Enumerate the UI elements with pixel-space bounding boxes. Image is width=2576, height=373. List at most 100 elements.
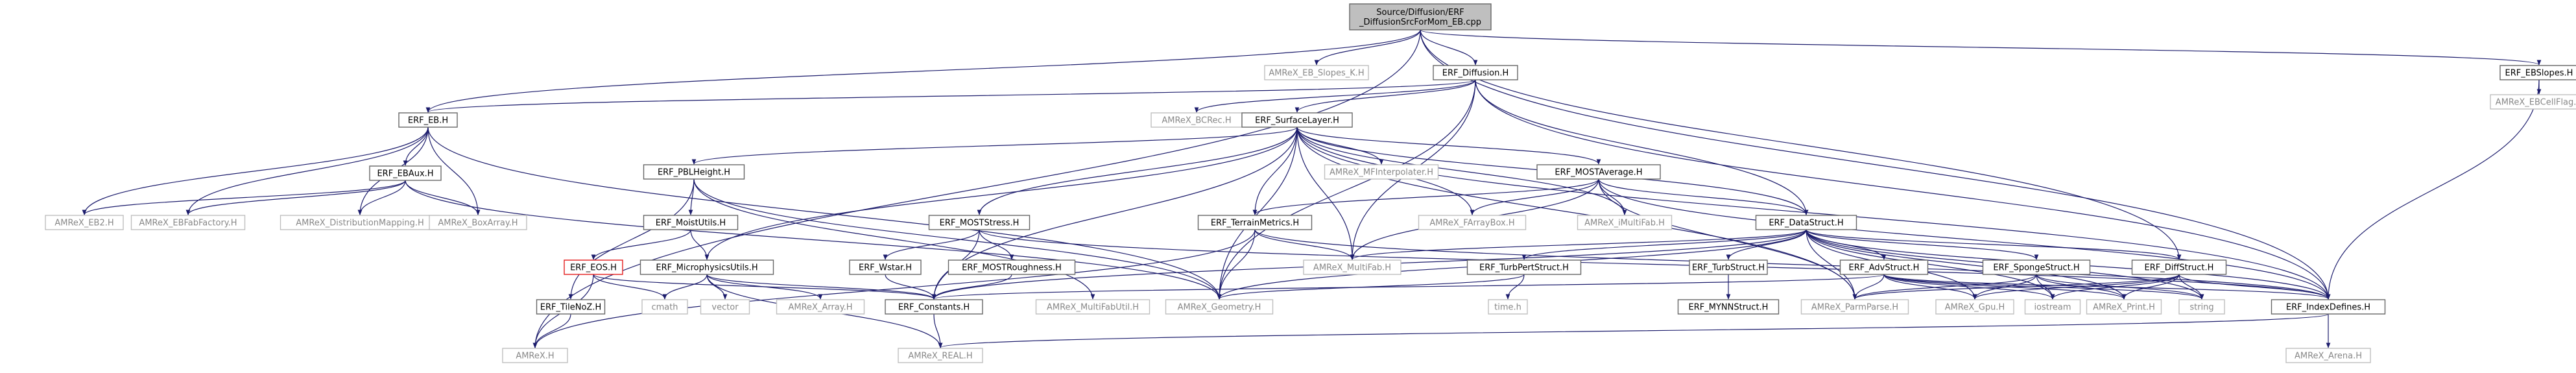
node-moistutils[interactable]: ERF_MoistUtils.H: [643, 215, 739, 230]
edge-datastruct-to-turbstruct: [1726, 229, 1807, 260]
node-label-print: AMReX_Print.H: [2093, 303, 2155, 313]
node-mynnstruct[interactable]: ERF_MYNNStruct.H: [1677, 299, 1780, 315]
node-box-diffstruct: [2131, 259, 2227, 275]
node-farraybox[interactable]: AMReX_FArrayBox.H: [1418, 215, 1527, 230]
node-cmath[interactable]: cmath: [641, 299, 688, 315]
node-box-eos: [564, 259, 623, 275]
edge-datastruct-to-turbpertstruct: [1521, 229, 1807, 260]
node-box-real: [898, 348, 983, 363]
node-arena[interactable]: AMReX_Arena.H: [2285, 348, 2371, 363]
edge-advstruct-to-indexdefines: [1883, 274, 2331, 300]
node-turbpertstruct[interactable]: ERF_TurbPertStruct.H: [1466, 259, 1582, 275]
node-label-parmparse: AMReX_ParmParse.H: [1811, 303, 1898, 313]
node-label-advstruct: ERF_AdvStruct.H: [1849, 263, 1920, 273]
node-distmapping[interactable]: AMReX_DistributionMapping.H: [280, 215, 440, 230]
edge-diffstruct-to-iostream: [2050, 274, 2180, 300]
edge-mostaverage-to-farraybox: [1470, 178, 1599, 215]
edge-root-to-erf_diffusion: [1420, 29, 1478, 66]
node-diffstruct[interactable]: ERF_DiffStruct.H: [2131, 259, 2227, 275]
edge-datastruct-to-diffstruct: [1806, 229, 2182, 260]
node-spongestruct[interactable]: ERF_SpongeStruct.H: [1982, 259, 2091, 275]
node-real[interactable]: AMReX_REAL.H: [898, 348, 983, 363]
node-advstruct[interactable]: ERF_AdvStruct.H: [1839, 259, 1929, 275]
node-ebcellflag[interactable]: AMReX_EBCellFlag.H: [2490, 94, 2576, 110]
node-ebfabfactory[interactable]: AMReX_EBFabFactory.H: [130, 215, 246, 230]
node-print[interactable]: AMReX_Print.H: [2086, 299, 2162, 315]
node-erf_eb[interactable]: ERF_EB.H: [398, 112, 458, 128]
node-multifab[interactable]: AMReX_MultiFab.H: [1303, 259, 1401, 275]
node-turbstruct[interactable]: ERF_TurbStruct.H: [1689, 259, 1768, 275]
node-eos[interactable]: ERF_EOS.H: [564, 259, 623, 275]
node-surfacelayer[interactable]: ERF_SurfaceLayer.H: [1241, 112, 1353, 128]
node-multifabutil[interactable]: AMReX_MultiFabUtil.H: [1035, 299, 1151, 315]
edge-advstruct-to-constants: [932, 274, 1885, 300]
node-label-mfinterpolater: AMReX_MFInterpolater.H: [1330, 168, 1433, 178]
node-amrex[interactable]: AMReX.H: [502, 348, 568, 363]
node-bcrec[interactable]: AMReX_BCRec.H: [1151, 112, 1243, 128]
node-box-erf_diffusion: [1433, 65, 1518, 80]
node-moststress[interactable]: ERF_MOSTStress.H: [928, 215, 1031, 230]
edge-surfacelayer-to-pblheight: [691, 126, 1298, 165]
edge-erf_diffusion-to-surfacelayer: [1294, 79, 1476, 113]
node-tilenoz[interactable]: ERF_TileNoZ.H: [536, 299, 606, 315]
edge-moistutils-to-microutils: [690, 229, 710, 260]
node-vector[interactable]: vector: [700, 299, 750, 315]
node-box-farraybox: [1418, 215, 1527, 230]
node-label-datastruct: ERF_DataStruct.H: [1769, 219, 1843, 228]
node-microutils[interactable]: ERF_MicrophysicsUtils.H: [639, 259, 774, 275]
node-mfinterpolater[interactable]: AMReX_MFInterpolater.H: [1324, 164, 1439, 180]
edge-ebaux-to-boxarray: [405, 180, 481, 215]
node-box-turbpertstruct: [1466, 259, 1582, 275]
edge-mostaverage-to-indexdefines: [1598, 178, 2331, 300]
edge-surfacelayer-to-moststress: [977, 126, 1298, 215]
edge-ebaux-to-eb2: [82, 180, 406, 215]
node-box-amrex: [502, 348, 568, 363]
node-label-vector: vector: [711, 303, 739, 313]
node-datastruct[interactable]: ERF_DataStruct.H: [1755, 215, 1857, 230]
node-indexdefines[interactable]: ERF_IndexDefines.H: [2271, 299, 2386, 315]
node-box-indexdefines: [2271, 299, 2386, 315]
edge-indexdefines-to-real: [938, 313, 2329, 348]
node-string[interactable]: string: [2178, 299, 2225, 315]
node-box-turbstruct: [1689, 259, 1768, 275]
node-gpu[interactable]: AMReX_Gpu.H: [1935, 299, 2014, 315]
node-box-imultifab: [1577, 215, 1673, 230]
node-geometry[interactable]: AMReX_Geometry.H: [1165, 299, 1274, 315]
node-erf_diffusion[interactable]: ERF_Diffusion.H: [1433, 65, 1518, 80]
edge-datastruct-to-parmparse: [1806, 229, 1857, 300]
node-label-eb_slopes_k: AMReX_EB_Slopes_K.H: [1269, 69, 1364, 78]
node-array[interactable]: AMReX_Array.H: [776, 299, 865, 315]
node-pblheight[interactable]: ERF_PBLHeight.H: [643, 164, 745, 180]
edge-surfacelayer-to-terrainmetrics: [1252, 126, 1298, 215]
node-constants[interactable]: ERF_Constants.H: [885, 299, 983, 315]
node-label-wstar: ERF_Wstar.H: [859, 263, 912, 273]
node-ebaux[interactable]: ERF_EBAux.H: [369, 165, 442, 181]
node-box-mfinterpolater: [1324, 164, 1439, 180]
node-eb_slopes_k[interactable]: AMReX_EB_Slopes_K.H: [1264, 65, 1369, 80]
node-label-array: AMReX_Array.H: [788, 303, 852, 313]
edge-terrainmetrics-to-amrex: [532, 229, 1256, 348]
edge-advstruct-to-string: [1883, 274, 2204, 300]
node-mostaverage[interactable]: ERF_MOSTAverage.H: [1536, 164, 1661, 180]
node-erf_ebslopes[interactable]: ERF_EBSlopes.H: [2499, 65, 2576, 80]
node-box-time: [1488, 299, 1528, 315]
node-root[interactable]: Source/Diffusion/ERF_DiffusionSrcForMom_…: [1349, 3, 1492, 30]
node-mostroughness[interactable]: ERF_MOSTRoughness.H: [948, 259, 1076, 275]
edge-mostroughness-to-constants: [931, 274, 1012, 300]
node-boxarray[interactable]: AMReX_BoxArray.H: [429, 215, 527, 230]
node-parmparse[interactable]: AMReX_ParmParse.H: [1800, 299, 1909, 315]
node-label-multifab: AMReX_MultiFab.H: [1313, 263, 1391, 273]
node-eb2[interactable]: AMReX_EB2.H: [45, 215, 124, 230]
node-label-erf_eb: ERF_EB.H: [408, 116, 448, 126]
node-imultifab[interactable]: AMReX_iMultiFab.H: [1577, 215, 1673, 230]
node-box-terrainmetrics: [1197, 215, 1313, 230]
node-iostream[interactable]: iostream: [2024, 299, 2081, 315]
edge-erf_eb-to-geometry: [427, 126, 1222, 300]
node-time[interactable]: time.h: [1488, 299, 1528, 315]
node-wstar[interactable]: ERF_Wstar.H: [849, 259, 922, 275]
node-terrainmetrics[interactable]: ERF_TerrainMetrics.H: [1197, 215, 1313, 230]
node-box-ebaux: [369, 165, 442, 181]
edge-erf_eb-to-eb2: [82, 126, 429, 215]
edge-erf_diffusion-to-indexdefines: [1475, 79, 2331, 300]
